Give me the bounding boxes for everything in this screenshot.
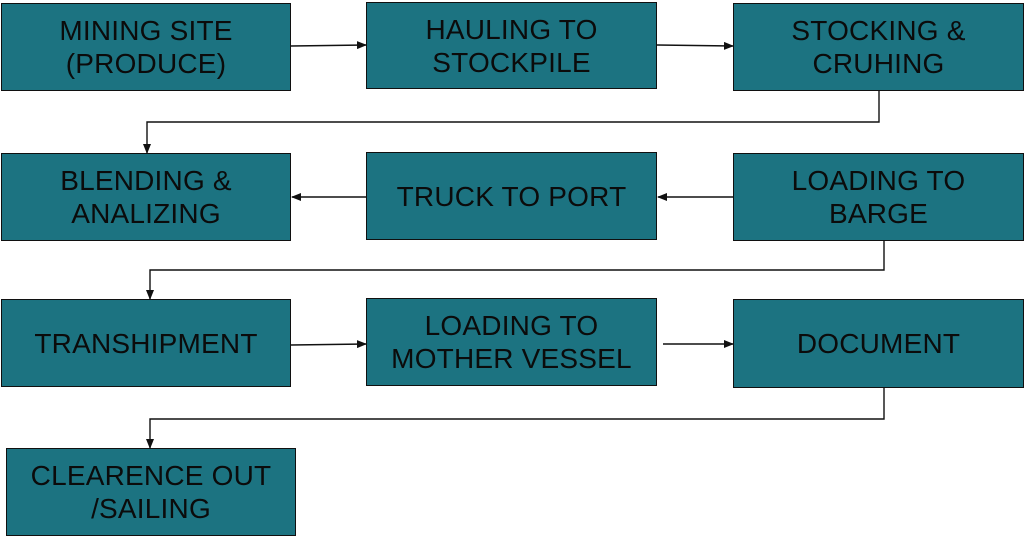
step-label: HAULING TO STOCKPILE <box>425 13 598 78</box>
step-label: MINING SITE (PRODUCE) <box>59 15 233 79</box>
step-mining-site: MINING SITE (PRODUCE) <box>1 3 291 91</box>
step-label: CLEARENCE OUT /SAILING <box>30 460 272 524</box>
arrow-stocking-to-blending <box>143 91 880 154</box>
step-loading-to-mother-vessel: LOADING TO MOTHER VESSEL <box>366 298 657 386</box>
step-label: STOCKING & CRUHING <box>791 15 966 79</box>
step-label: TRUCK TO PORT <box>396 180 627 212</box>
step-transhipment: TRANSHIPMENT <box>1 299 291 387</box>
step-document: DOCUMENT <box>733 299 1024 388</box>
step-hauling-to-stockpile: HAULING TO STOCKPILE <box>366 2 657 89</box>
step-label: LOADING TO BARGE <box>791 165 966 229</box>
step-blending-analizing: BLENDING & ANALIZING <box>1 153 291 241</box>
step-label: TRANSHIPMENT <box>34 327 258 359</box>
step-label: DOCUMENT <box>796 328 961 359</box>
arrow-mining-to-hauling <box>290 41 367 50</box>
arrow-loading-barge-to-transhipment <box>146 241 885 300</box>
step-label: BLENDING & ANALIZING <box>60 165 232 229</box>
step-loading-to-barge: LOADING TO BARGE <box>733 153 1024 241</box>
step-label: LOADING TO MOTHER VESSEL <box>391 310 632 374</box>
arrow-hauling-to-stocking <box>656 41 734 50</box>
step-stocking-crushing: STOCKING & CRUHING <box>733 3 1024 91</box>
arrow-transhipment-to-mother-vessel <box>290 340 367 349</box>
step-clearence-out-sailing: CLEARENCE OUT /SAILING <box>6 448 296 536</box>
step-truck-to-port: TRUCK TO PORT <box>366 152 657 240</box>
arrow-document-to-clearence <box>146 388 885 449</box>
